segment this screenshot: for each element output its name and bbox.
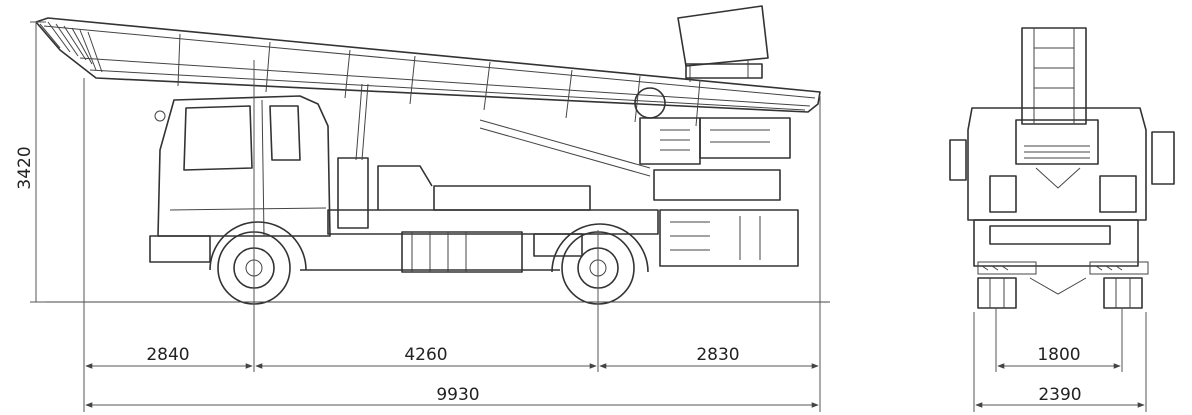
front-overhang-label: 2840 xyxy=(146,345,189,365)
turntable-assembly xyxy=(479,87,791,201)
overall-width-dimension: 2390 xyxy=(975,385,1145,408)
front-wheel xyxy=(209,221,307,305)
rear-wheel xyxy=(551,223,649,305)
overall-width-label: 2390 xyxy=(1038,385,1081,405)
track-label: 1800 xyxy=(1037,345,1080,365)
truck-side-view: 3420 2840 4260 2830 9930 xyxy=(15,5,830,412)
overall-length-label: 9930 xyxy=(436,385,479,405)
length-segments-dimension: 2840 4260 2830 xyxy=(85,345,819,369)
rear-overhang-label: 2830 xyxy=(696,345,739,365)
track-dimension: 1800 xyxy=(997,345,1121,369)
work-basket xyxy=(677,5,769,82)
overall-length-dimension: 9930 xyxy=(85,385,819,408)
truck-rear-view: 1800 2390 xyxy=(949,27,1175,412)
truck-cab xyxy=(149,95,331,263)
extension-lines xyxy=(83,60,821,412)
ladder-boom xyxy=(35,17,821,127)
height-dimension: 3420 xyxy=(15,21,46,303)
wheelbase-label: 4260 xyxy=(404,345,447,365)
truck-chassis xyxy=(300,83,799,273)
height-label: 3420 xyxy=(15,146,35,189)
